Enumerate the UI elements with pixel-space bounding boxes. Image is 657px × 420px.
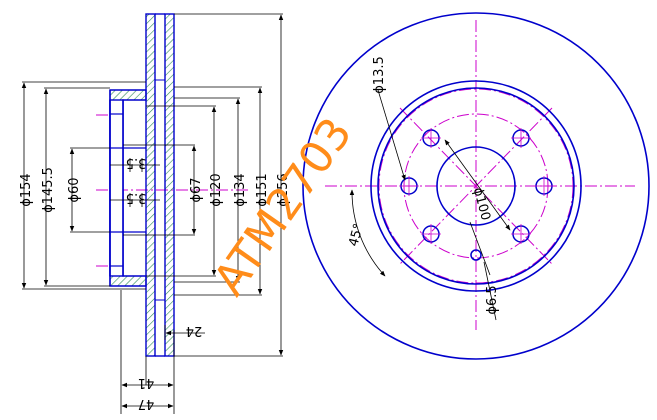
dim-3-5-top: 3.5: [126, 155, 147, 170]
locating-hole: [470, 249, 482, 261]
dim-d256: ϕ256: [276, 173, 291, 206]
section-view: ϕ154 ϕ145.5 ϕ60 ϕ67 ϕ120 ϕ134 ϕ151 ϕ256 …: [19, 13, 291, 414]
dim-d151: ϕ151: [255, 173, 270, 206]
dim-hole-d13-5: ϕ13.5: [372, 56, 387, 94]
dim-d67: ϕ67: [189, 177, 204, 202]
dim-hole-d6-5: ϕ6.5: [485, 285, 500, 314]
friction-inner-edge: [370, 80, 582, 292]
dim-24: 24: [186, 323, 203, 338]
outer-disc-edge: [302, 12, 650, 360]
dim-angle-45: 45°: [346, 222, 366, 248]
hat-edge: [377, 87, 575, 285]
dim-d154: ϕ154: [19, 173, 34, 206]
watermark-text: ATM2703: [204, 109, 362, 305]
dim-d60: ϕ60: [67, 177, 82, 202]
friction-ring-outer: [145, 13, 175, 357]
dim-d134: ϕ134: [233, 173, 248, 206]
front-view: ϕ13.5 ϕ100 45° ϕ6.5: [302, 12, 650, 360]
dim-3-5-bottom: 3.5: [126, 190, 147, 205]
dim-d145-5: ϕ145.5: [41, 167, 56, 213]
dim-d120: ϕ120: [209, 173, 224, 206]
hub-section: [109, 89, 147, 287]
dim-47: 47: [138, 396, 155, 411]
dim-pcd-d100: ϕ100: [470, 186, 493, 222]
dim-41: 41: [138, 375, 155, 390]
